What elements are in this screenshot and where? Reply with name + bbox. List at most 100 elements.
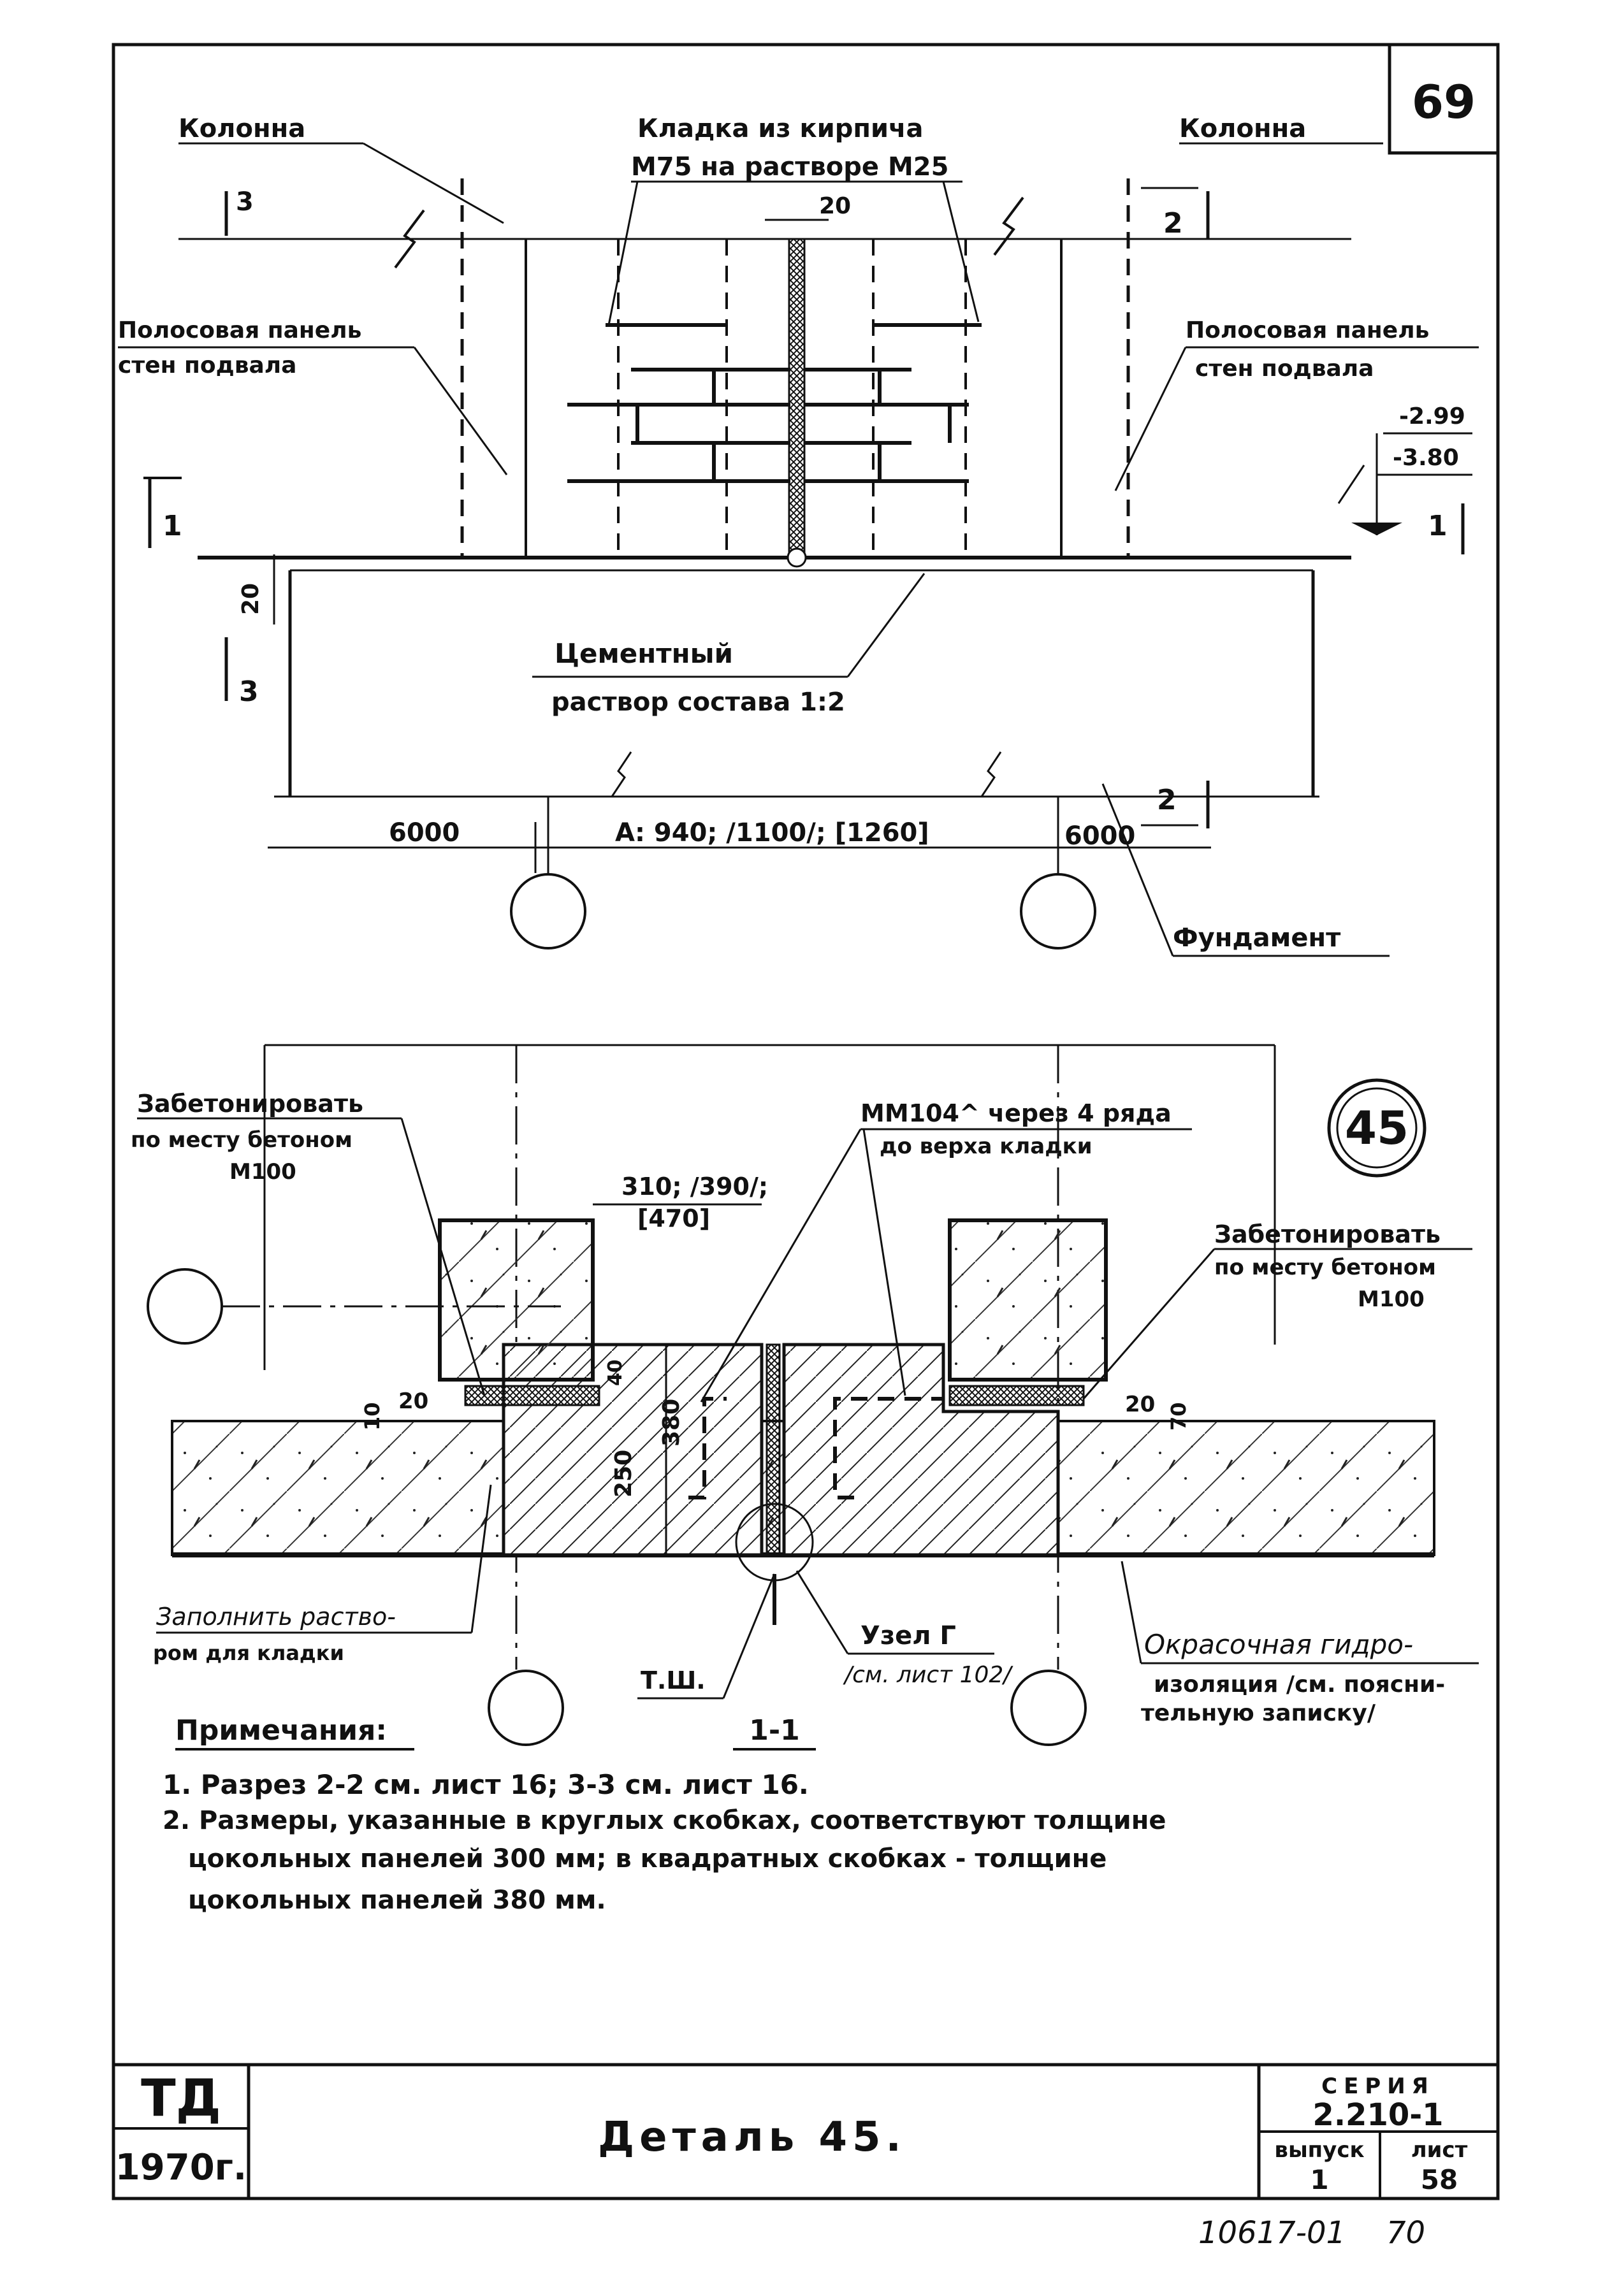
leader-mesh-right [862, 1129, 906, 1396]
label-concrete-left-line1: Забетонировать [137, 1090, 363, 1118]
dim-mid-span: А: 940; /1100/; [1260] [615, 818, 929, 848]
year: 1970г. [115, 2147, 247, 2188]
section-mark-3-low: 3 [224, 637, 259, 708]
issue-label: выпуск [1274, 2137, 1364, 2163]
section-mark-2-top: 2 [1141, 187, 1210, 240]
svg-text:2: 2 [1163, 207, 1183, 240]
level-marker [1351, 523, 1402, 535]
dim-left-10: 10 [360, 1402, 384, 1431]
axis-circle-left [510, 873, 586, 949]
sheet-label: лист [1411, 2137, 1468, 2163]
dim-mortar-thickness: 20 [238, 583, 264, 615]
label-node-line2: /см. лист 102/ [843, 1662, 1013, 1688]
axis-circle-section-bottom-right [1010, 1670, 1087, 1746]
axis-circle-section-bottom-left [488, 1670, 564, 1746]
section-mark-3-top: 3 [224, 187, 254, 236]
leader-masonry-left [607, 181, 639, 326]
svg-text:1: 1 [163, 510, 182, 542]
svg-text:1: 1 [1428, 510, 1448, 542]
dim-height-250: 250 [611, 1450, 637, 1498]
label-concrete-left-line2: по месту бетоном [131, 1127, 352, 1153]
label-node-line1: Узел Г [860, 1621, 956, 1650]
leader-panel-right [1114, 347, 1187, 491]
mortar-bed-right [948, 1385, 1085, 1406]
level-top: -2.99 [1399, 403, 1465, 430]
leader-fill [470, 1484, 492, 1633]
mortar-bed-left [464, 1385, 600, 1406]
svg-text:2: 2 [1157, 784, 1177, 816]
svg-text:3: 3 [239, 675, 259, 708]
leader-mortar [846, 573, 926, 677]
label-column-left: Колонна [178, 114, 305, 143]
label-mortar-line1: Цементный [555, 638, 733, 669]
label-concrete-right-line2: по месту бетоном [1214, 1255, 1436, 1280]
label-concrete-right-line3: М100 [1358, 1287, 1425, 1312]
label-panel-right-line2: стен подвала [1195, 356, 1374, 382]
leader-concrete-right [1082, 1248, 1216, 1399]
dim-left-20: 20 [398, 1389, 428, 1414]
in-situ-concrete-left [438, 1218, 595, 1382]
joint-seal [787, 547, 807, 568]
label-concrete-left-line3: М100 [229, 1159, 296, 1185]
label-fill-line2: ром для кладки [153, 1641, 344, 1665]
detail-number-circle [1327, 1078, 1427, 1178]
label-panel-left-line2: стен подвала [118, 352, 296, 379]
section-mark-1-left: 1 [143, 477, 182, 548]
brick-courses-left [567, 323, 790, 483]
dim-width-line1: 310; /390/; [621, 1173, 768, 1201]
footer-page: 70 [1386, 2215, 1425, 2251]
detail-number: 45 [1345, 1101, 1409, 1155]
label-panel-right-line1: Полосовая панель [1186, 317, 1429, 343]
page-number: 69 [1412, 75, 1476, 129]
notes-line2: 2. Размеры, указанные в круглых скобках,… [163, 1806, 1166, 1835]
dim-left-span: 6000 [389, 818, 460, 848]
level-bottom: -3.80 [1393, 445, 1459, 471]
label-foundation: Фундамент [1173, 923, 1341, 953]
leader-panel-left [413, 347, 508, 475]
label-paint-line3: тельную записку/ [1141, 1700, 1376, 1726]
notes-line1: 1. Разрез 2-2 см. лист 16; 3-3 см. лист … [163, 1769, 809, 1800]
section-title: 1-1 [749, 1714, 800, 1747]
label-mesh-line2: до верха кладки [880, 1134, 1093, 1159]
axis-circle-section-left [147, 1268, 223, 1345]
dim-small-40: 40 [604, 1359, 627, 1386]
axis-circle-right [1020, 873, 1096, 949]
notes-line4: цокольных панелей 380 мм. [188, 1886, 606, 1915]
central-joint [788, 238, 806, 559]
mesh-hook-right [833, 1397, 943, 1499]
drawing-title: Деталь 45. [598, 2114, 906, 2161]
section-mark-2-bottom: 2 [1141, 781, 1210, 828]
leader-node [795, 1570, 849, 1654]
dim-height-380: 380 [658, 1399, 685, 1447]
label-masonry-line2: М75 на растворе М25 [631, 152, 948, 182]
leader-masonry-right [942, 181, 980, 322]
label-fill-line1: Заполнить раство- [156, 1603, 396, 1631]
brick-courses-right [804, 323, 982, 483]
dim-right-20: 20 [1125, 1392, 1155, 1417]
label-paint-line1: Окрасочная гидро- [1144, 1629, 1413, 1660]
label-concrete-right-line1: Забетонировать [1214, 1220, 1441, 1248]
dim-right-70: 70 [1166, 1402, 1191, 1431]
leader-foundation [1101, 783, 1174, 957]
break-mark-left [394, 209, 425, 269]
sheet-value: 58 [1421, 2164, 1458, 2195]
label-mortar-line2: раствор состава 1:2 [551, 688, 845, 717]
svg-text:3: 3 [236, 187, 254, 217]
org-mark: ТД [141, 2069, 221, 2128]
label-mesh-line1: ММ104^ через 4 ряда [860, 1099, 1172, 1127]
dim-joint: 20 [819, 193, 851, 219]
notes-block: Примечания: 1. Разрез 2-2 см. лист 16; 3… [163, 1714, 1166, 1915]
notes-line3: цокольных панелей 300 мм; в квадратных с… [188, 1844, 1107, 1874]
plan-view: Колонна Кладка из кирпича М75 на раствор… [118, 114, 1479, 957]
title-block: ТД 1970г. Деталь 45. СЕРИЯ 2.210-1 выпус… [113, 2063, 1498, 2199]
section-view: 45 Забетонировать по месту бетоном М100 … [131, 1044, 1479, 1751]
leader-column-left [363, 142, 504, 224]
label-tsh: Т.Ш. [641, 1666, 706, 1694]
series-label: СЕРИЯ [1321, 2074, 1435, 2099]
leader-paint [1121, 1561, 1142, 1664]
leader-concrete-left [400, 1118, 486, 1396]
dim-width-line2: [470] [637, 1204, 710, 1232]
break-mark-right [993, 196, 1024, 256]
label-panel-left-line1: Полосовая панель [118, 317, 361, 343]
